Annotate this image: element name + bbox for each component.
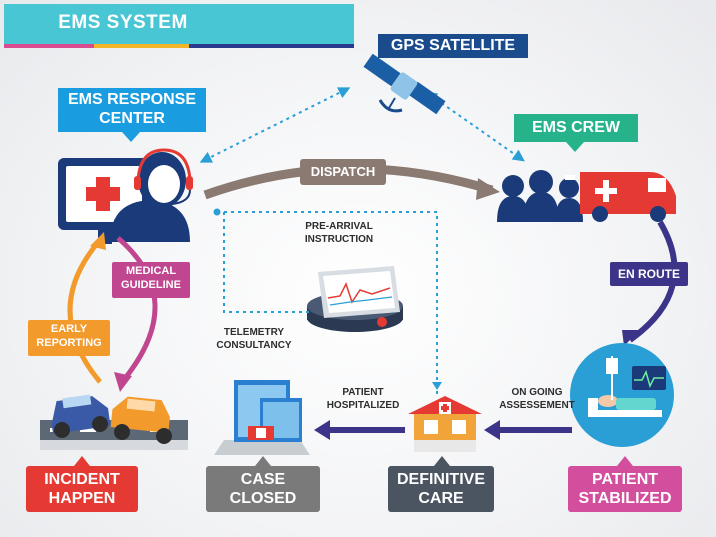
incident-line2: HAPPEN	[48, 490, 116, 507]
telemetry-label: TELEMETRY CONSULTANCY	[204, 326, 304, 352]
crew-tail	[566, 142, 584, 152]
crew-callout: EMS CREW	[514, 114, 638, 142]
ongoing-line2: ASSESSEMENT	[499, 400, 575, 411]
stabilized-line2: STABILIZED	[578, 490, 672, 507]
ambulance-icon	[580, 172, 676, 222]
satellite-icon	[363, 53, 446, 115]
case-line2: CLOSED	[229, 490, 297, 507]
en-route-label: EN ROUTE	[617, 267, 680, 281]
pre-arrival-label: PRE-ARRIVAL INSTRUCTION	[284, 220, 394, 246]
hospitalized-line1: PATIENT	[342, 387, 384, 398]
early-reporting-arrow	[67, 238, 102, 384]
case-line1: CASE	[240, 471, 286, 488]
gps-label: GPS SATELLITE	[390, 37, 516, 54]
telemetry-line2: CONSULTANCY	[216, 340, 292, 351]
car-crash-icon	[40, 394, 188, 450]
case-closed-label: CASE CLOSED	[206, 470, 320, 508]
operator-icon	[110, 148, 193, 242]
medical-guideline-arrow	[116, 236, 158, 384]
hospital-icon	[214, 380, 310, 455]
case-closed-badge-bg	[206, 466, 320, 512]
pre-arrival-line2: INSTRUCTION	[304, 234, 374, 245]
medical-line2: GUIDELINE	[121, 279, 181, 291]
pre-arrival-line1: PRE-ARRIVAL	[305, 221, 373, 232]
incident-happen-label: INCIDENT HAPPEN	[26, 470, 138, 508]
patient-stabilized-label: PATIENT STABILIZED	[568, 470, 682, 508]
early-reporting-badge: EARLY REPORTING	[28, 320, 110, 356]
link-center-satellite	[199, 87, 351, 163]
response-center-line2: CENTER	[99, 110, 165, 127]
telemetry-route-top	[217, 211, 438, 395]
dispatch-badge-bg	[300, 159, 386, 185]
ongoing-line1: ON GOING	[511, 387, 563, 398]
dispatch-label: DISPATCH	[310, 164, 376, 179]
definitive-care-label: DEFINITIVE CARE	[388, 470, 494, 508]
hospitalized-label: PATIENT HOSPITALIZED	[318, 386, 408, 412]
patient-bed-icon	[570, 343, 674, 447]
tablet-monitor-icon	[307, 266, 403, 332]
stabilized-line1: PATIENT	[591, 471, 659, 488]
title-bar: EMS SYSTEM	[4, 4, 354, 48]
definitive-line1: DEFINITIVE	[396, 471, 485, 488]
medical-line1: MEDICAL	[125, 265, 177, 277]
incident-badge-bg	[26, 466, 138, 512]
medical-guideline-badge: MEDICAL GUIDELINE	[112, 262, 190, 298]
hospitalized-line2: HOSPITALIZED	[326, 400, 400, 411]
telemetry-route-tablet	[223, 212, 312, 313]
gps-callout: GPS SATELLITE	[378, 34, 528, 58]
clinic-icon	[408, 396, 482, 452]
early-line1: EARLY	[50, 323, 88, 335]
crew-label: EMS CREW	[532, 119, 620, 136]
stabilized-badge-bg	[568, 466, 682, 512]
ongoing-assessment-label: ON GOING ASSESSEMENT	[492, 386, 582, 412]
definitive-line2: CARE	[418, 490, 464, 507]
response-center-line1: EMS RESPONSE	[67, 91, 197, 108]
diagram-title: EMS SYSTEM	[58, 12, 188, 33]
definitive-care-badge-bg	[388, 466, 494, 512]
link-satellite-crew	[425, 91, 525, 162]
incident-line1: INCIDENT	[44, 471, 120, 488]
en-route-badge: EN ROUTE	[610, 262, 688, 286]
crew-icon	[497, 170, 583, 222]
response-center-callout: EMS RESPONSE CENTER	[58, 88, 206, 132]
early-line2: REPORTING	[36, 337, 102, 349]
response-center-tail	[122, 132, 140, 142]
telemetry-line1: TELEMETRY	[223, 327, 285, 338]
